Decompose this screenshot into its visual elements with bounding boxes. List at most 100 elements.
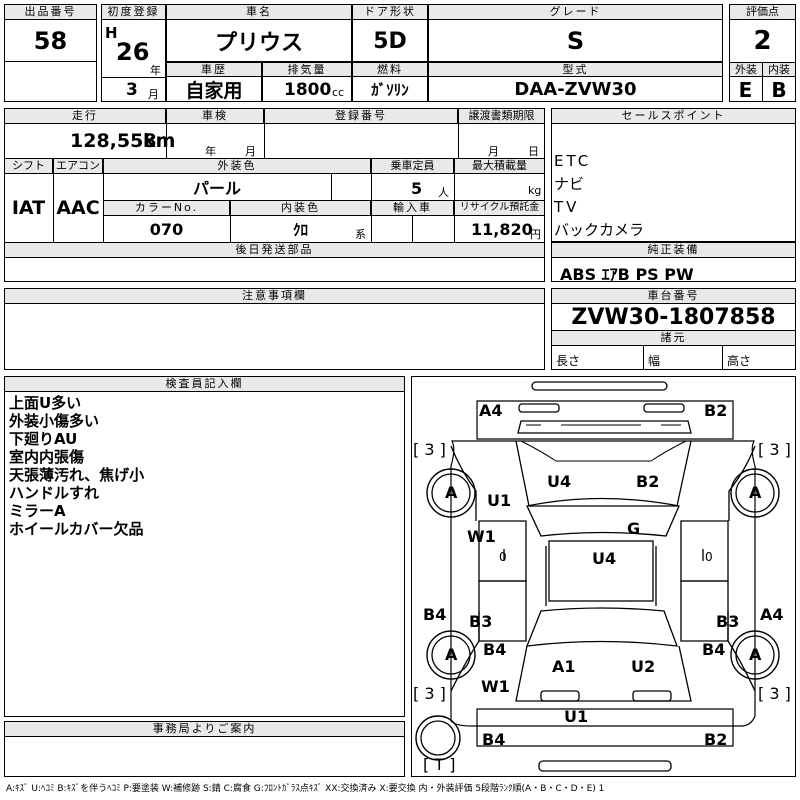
mark-a4-front-left: A4: [479, 401, 503, 420]
mileage-unit: km: [143, 130, 176, 152]
inspector-line: 下廻りAU: [9, 430, 78, 448]
divider: [412, 216, 413, 242]
interior-color-label: 内装色: [230, 200, 371, 216]
sales-points-list: ETC ナビ TV バックカメラ: [554, 150, 644, 242]
sales-point-item: TV: [554, 198, 580, 216]
mark-w1-left-door: W1: [467, 527, 496, 546]
mark-a4-right: A4: [760, 605, 784, 624]
later-parts-label: 後日発送部品: [4, 242, 545, 258]
year: 26: [116, 38, 150, 66]
mark-tire-rear-left: A: [445, 645, 458, 664]
mark-g-windshield: G: [627, 519, 641, 538]
model-label: 型式: [428, 62, 723, 77]
grade: S: [566, 27, 585, 55]
model: DAA-ZVW30: [514, 79, 637, 100]
mark-tire-front-right: A: [749, 483, 762, 502]
mark-u1-top: U1: [487, 491, 512, 510]
exterior-grade: E: [729, 77, 763, 102]
spec-label: 諸元: [551, 330, 796, 346]
capacity-unit: 人: [438, 186, 449, 199]
mark-tire-front-left: A: [445, 483, 458, 502]
first-reg-divider: [101, 77, 166, 78]
inspector-line: ハンドルすれ: [9, 484, 100, 502]
door-label: ドア形状: [352, 4, 428, 20]
displacement: 1800: [284, 80, 332, 100]
legend: A:ｷｽﾞ U:ﾍｺﾐ B:ｷｽﾞを伴うﾍｺﾐ P:要塗装 W:補修跡 S:錆 …: [6, 784, 605, 794]
spec-length: 長さ: [556, 354, 581, 368]
mark-b4-left: B4: [423, 605, 447, 624]
inspector-label: 検査員記入欄: [4, 376, 405, 392]
transfer-day-unit: 日: [528, 145, 539, 158]
car-diagram: A4 B2 [ 3 ] [ 3 ] A A U1 U4 B2 G W1 0 U4…: [411, 376, 796, 777]
color-number: 070: [149, 219, 184, 239]
history-label: 車歴: [166, 62, 262, 77]
divider: [264, 108, 265, 158]
spec-width: 幅: [648, 354, 661, 368]
mark-b2-hood: B2: [636, 472, 660, 491]
first-reg-label: 初度登録: [101, 4, 166, 20]
divider: [331, 174, 332, 200]
office-label: 事務局よりご案内: [4, 721, 405, 737]
mark-zero-left: 0: [499, 550, 507, 564]
registration-number-label: 登録番号: [264, 108, 458, 124]
inspector-notes: 上面U多い 外装小傷多い 下廻りAU 室内内張傷 天張薄汚れ、焦げ小 ハンドルす…: [9, 394, 144, 538]
shift: IAT: [11, 197, 46, 219]
lot-number: 58: [33, 27, 68, 55]
transfer-deadline-label: 譲渡書類期限: [458, 108, 545, 124]
divider: [643, 346, 644, 370]
interior-label: 内装: [762, 62, 796, 77]
grade-label: グレード: [428, 4, 723, 20]
mileage: 128,558: [70, 130, 157, 152]
history: 自家用: [185, 80, 243, 102]
mark-u2-trunk: U2: [631, 657, 656, 676]
interior-color-unit: 系: [355, 228, 366, 241]
year-unit: 年: [150, 64, 161, 77]
divider: [166, 108, 167, 158]
mark-tread-front-left: [ 3 ]: [413, 440, 446, 459]
inspector-line: 天張薄汚れ、焦げ小: [9, 466, 145, 484]
interior-grade: B: [771, 77, 787, 102]
capacity-label: 乗車定員: [371, 158, 454, 174]
month: 3: [126, 80, 138, 100]
mileage-label: 走行: [4, 108, 166, 124]
color-number-label: カラーNo.: [103, 200, 230, 216]
sales-points-label: セールスポイント: [551, 108, 796, 124]
mark-w1-rear: W1: [481, 677, 510, 696]
sales-point-item: バックカメラ: [554, 221, 645, 239]
transfer-month-unit: 月: [488, 145, 499, 158]
displacement-label: 排気量: [262, 62, 352, 77]
max-load-unit: kg: [528, 184, 542, 197]
divider: [230, 200, 231, 242]
exterior-color: パール: [192, 179, 241, 198]
spec-height: 高さ: [727, 354, 752, 368]
mark-b3-left: B3: [469, 612, 493, 631]
max-load-label: 最大積載量: [454, 158, 545, 174]
score-label: 評価点: [729, 4, 796, 20]
divider: [458, 108, 459, 158]
displacement-unit: cc: [332, 86, 345, 99]
recycle-fee: 11,820: [471, 220, 533, 239]
lot-number-label: 出品番号: [4, 4, 97, 20]
chassis-label: 車台番号: [551, 288, 796, 304]
ac: AAC: [56, 197, 100, 219]
month-unit: 月: [148, 88, 159, 101]
inspection-year-unit: 年: [205, 145, 216, 158]
fuel-label: 燃料: [352, 62, 428, 77]
inspection-label: 車検: [166, 108, 264, 124]
door: 5D: [373, 28, 407, 54]
inspector-line: 外装小傷多い: [9, 412, 100, 430]
mark-b2-front-right: B2: [704, 401, 728, 420]
mark-tread-rear-left: [ 3 ]: [413, 684, 446, 703]
ac-label: エアコン: [53, 158, 103, 174]
inspection-month-unit: 月: [245, 145, 256, 158]
car-name: プリウス: [214, 31, 303, 56]
chassis-number: ZVW30-1807858: [571, 304, 776, 330]
car-name-label: 車名: [166, 4, 352, 20]
mark-b3-right: B3: [716, 612, 740, 631]
inspector-line: ホイールカバー欠品: [9, 520, 144, 538]
mark-u1-rear-bumper: U1: [564, 707, 589, 726]
mark-b4-rear-left: B4: [483, 640, 507, 659]
score: 2: [753, 26, 772, 56]
mark-tire-rear-right: A: [749, 645, 762, 664]
recycle-unit: 円: [530, 228, 541, 241]
